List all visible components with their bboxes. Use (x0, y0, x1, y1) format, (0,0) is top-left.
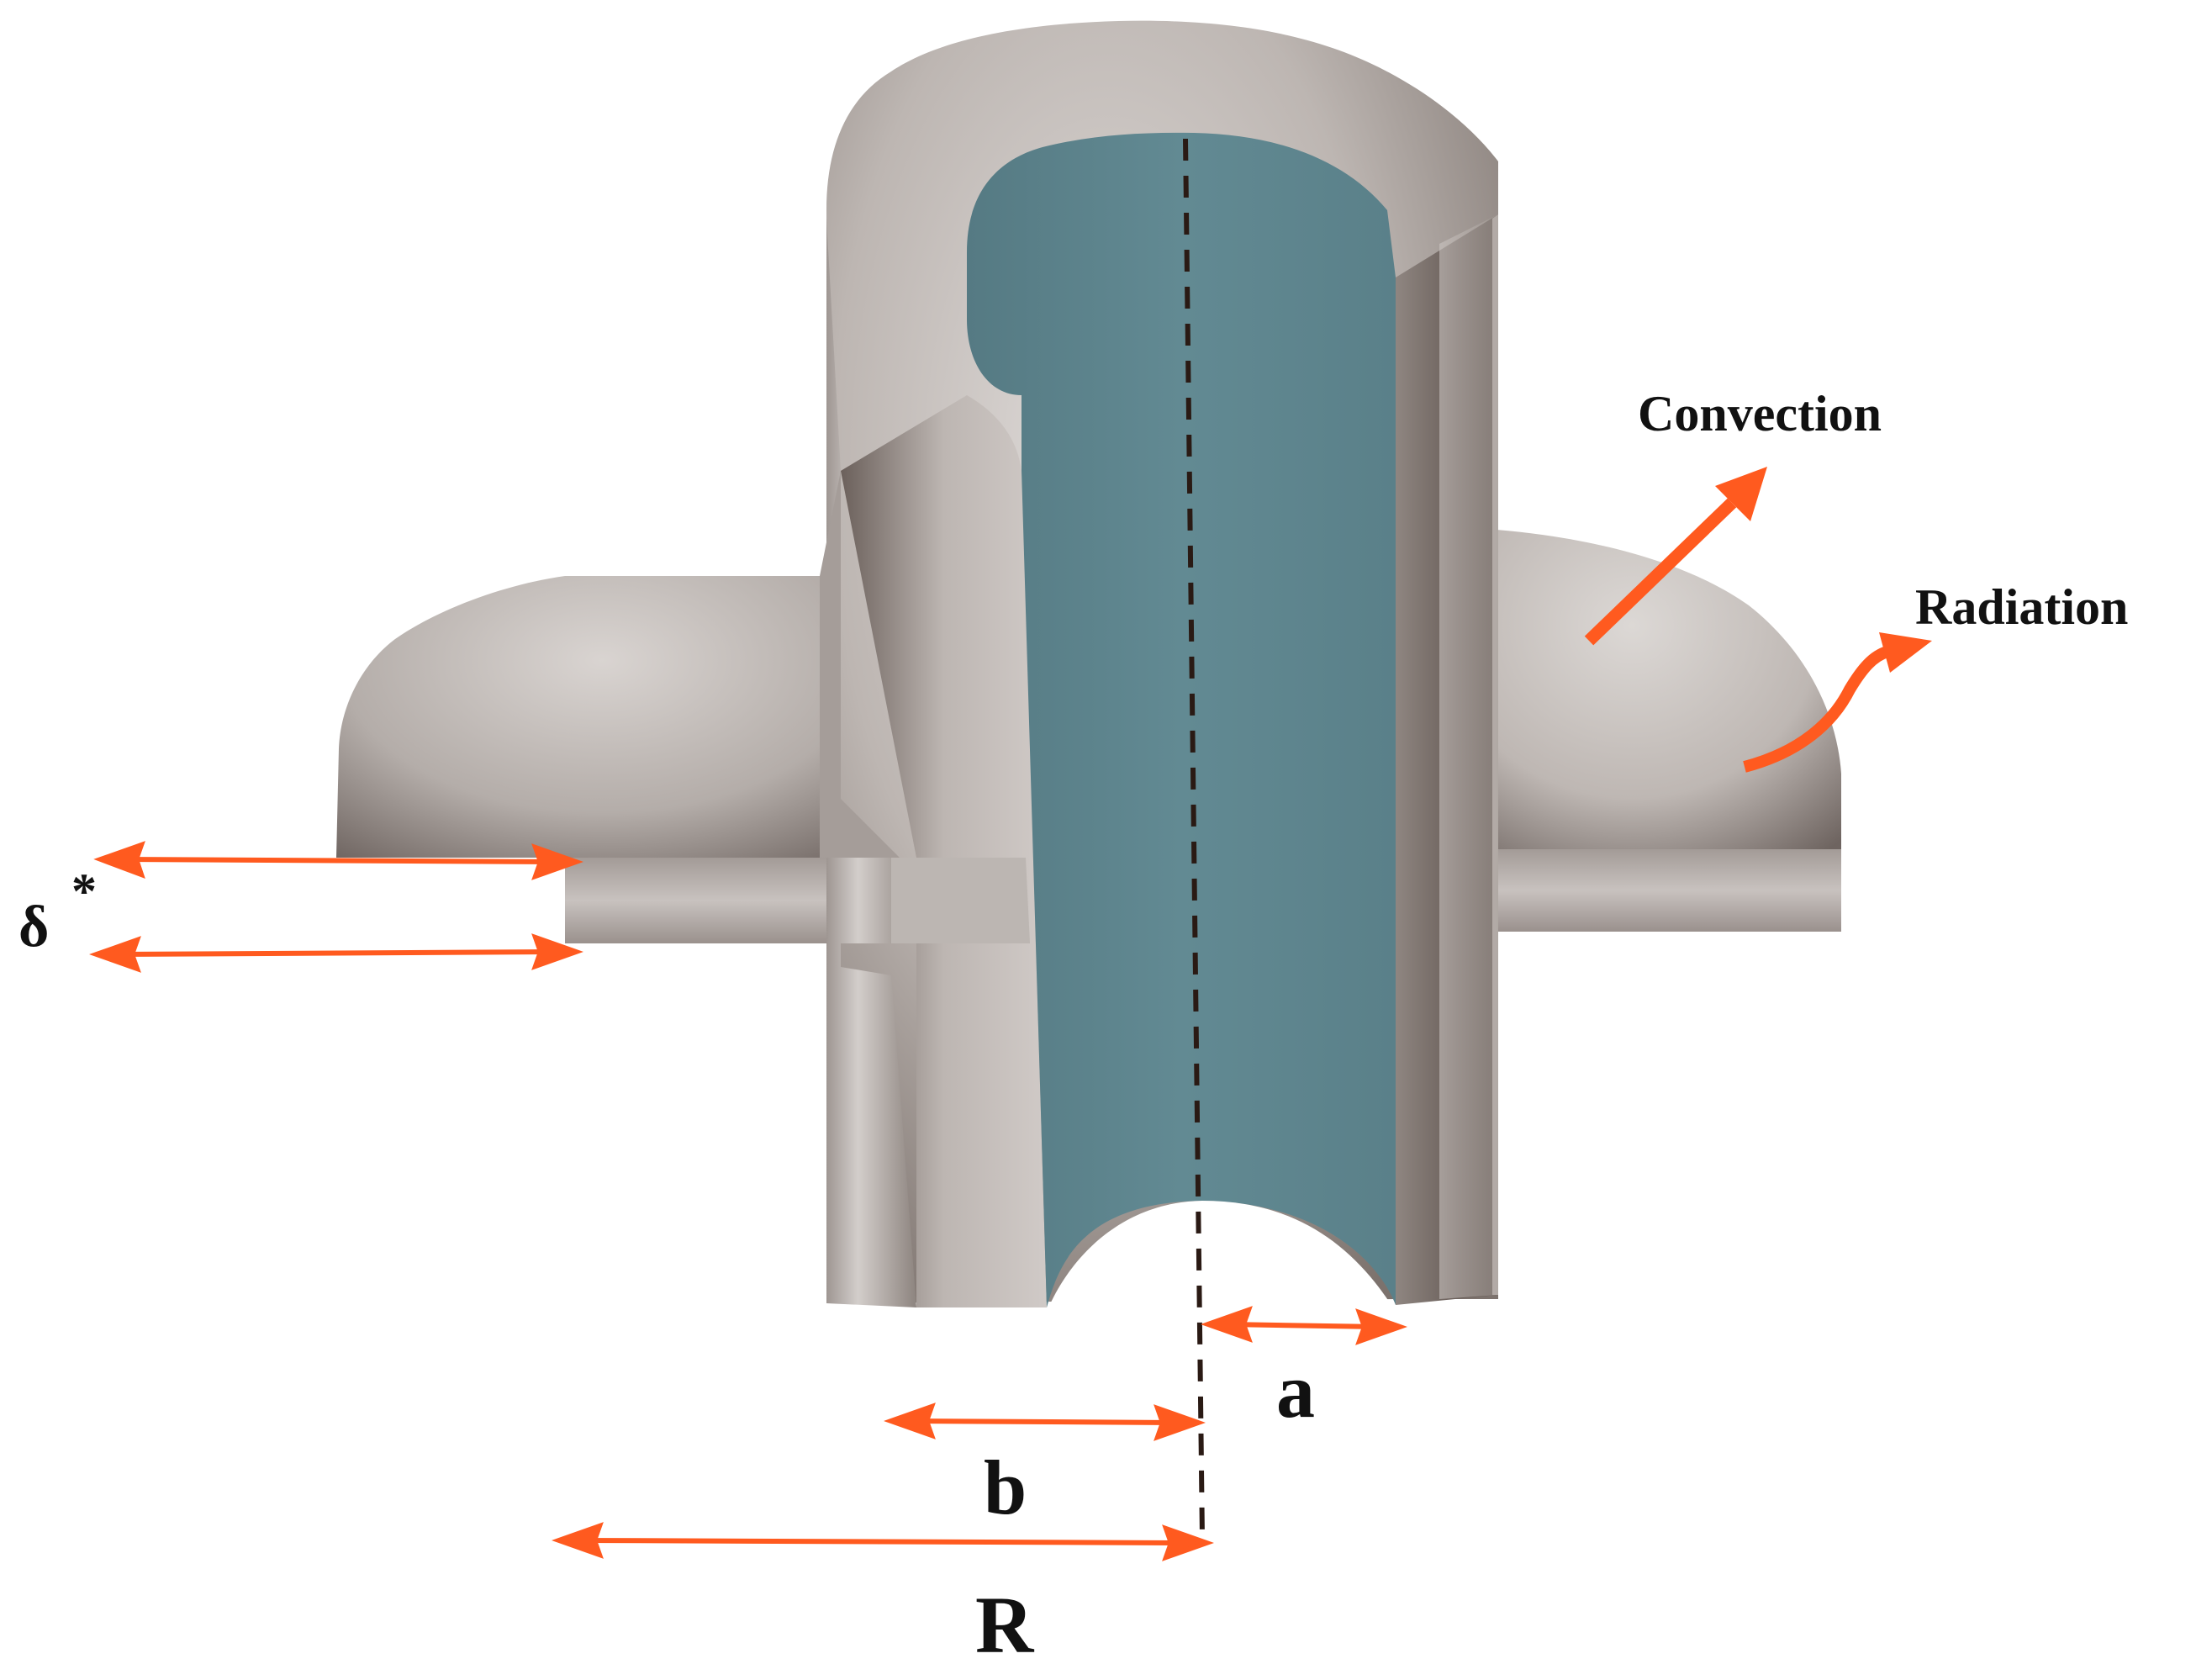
a-arrow (1201, 1306, 1407, 1345)
radiation-arrow (1743, 632, 1932, 773)
left-fin-step-face (820, 471, 900, 858)
r-arrow (552, 1522, 1214, 1561)
left-slab-cross (891, 858, 1030, 943)
b-arrow (884, 1403, 1206, 1441)
left-fin (336, 576, 820, 858)
left-wall-cut-face (841, 395, 1047, 1307)
left-wall-front (826, 219, 916, 1307)
centre-axis (1183, 138, 1205, 1540)
delta-upper-arrow (93, 841, 583, 880)
delta-label: δ (18, 895, 49, 959)
radiation-label: Radiation (1915, 579, 2128, 635)
tube-bore-opening (1047, 1201, 1396, 1312)
delta-lower-arrow (89, 933, 583, 973)
delta-superscript: * (71, 864, 97, 919)
right-wall-lit (1439, 214, 1498, 1299)
fluid-channel (967, 132, 1396, 1307)
convection-arrow (1584, 467, 1767, 646)
right-fin-slab (1492, 849, 1841, 932)
b-label: b (984, 1445, 1027, 1530)
right-fin (1492, 530, 1841, 849)
r-label: R (975, 1580, 1035, 1664)
convection-label: Convection (1638, 386, 1882, 441)
a-label: a (1276, 1348, 1315, 1434)
